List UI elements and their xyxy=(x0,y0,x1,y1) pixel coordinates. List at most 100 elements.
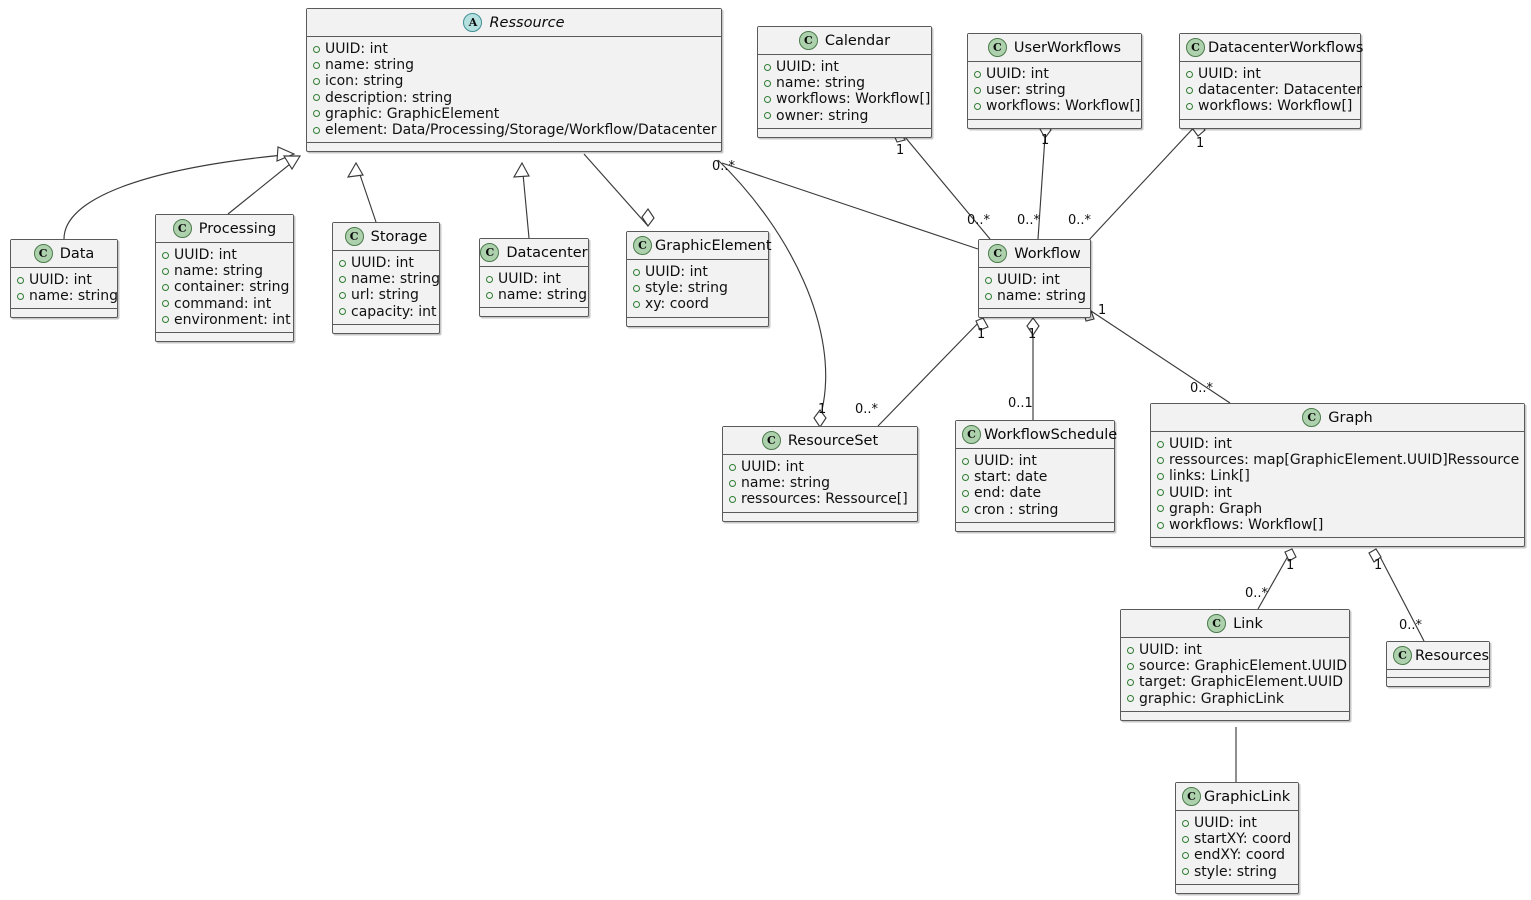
edge-workflow-resourceset xyxy=(877,317,984,427)
attribute-label: element: Data/Processing/Storage/Workflo… xyxy=(325,122,717,139)
multiplicity-label: 0..* xyxy=(1068,213,1092,228)
attribute-row: graphic: GraphicElement xyxy=(313,106,715,122)
attribute-label: name: string xyxy=(776,75,866,92)
multiplicity-label: 1 xyxy=(1041,133,1050,148)
attribute-row: graph: Graph xyxy=(1157,501,1518,517)
attribute-row: environment: int xyxy=(162,312,291,328)
attribute-row: cron : string xyxy=(962,502,1108,518)
visibility-public-icon xyxy=(313,110,320,118)
visibility-public-icon xyxy=(1157,489,1164,497)
class-icon: C xyxy=(33,244,53,263)
attribute-label: environment: int xyxy=(174,311,291,328)
visibility-public-icon xyxy=(1127,646,1134,654)
attribute-row: name: string xyxy=(162,263,287,279)
visibility-public-icon xyxy=(1157,505,1164,513)
class-name-datacenter: Datacenter xyxy=(506,244,588,261)
class-header-graph: C Graph xyxy=(1151,404,1524,432)
attribute-row: workflows: Workflow[] xyxy=(1186,98,1354,114)
visibility-public-icon xyxy=(486,291,493,299)
class-methods-graph xyxy=(1151,538,1524,546)
attribute-label: style: string xyxy=(1194,863,1277,880)
visibility-public-icon xyxy=(339,292,346,299)
attribute-row: style: string xyxy=(1182,864,1292,880)
attribute-row: UUID: int xyxy=(764,59,925,75)
visibility-public-icon xyxy=(764,96,771,103)
class-methods-storage xyxy=(333,325,439,333)
class-name-workflowschedule: WorkflowSchedule xyxy=(984,426,1118,443)
class-icon: C xyxy=(1186,38,1205,57)
class-name-calendar: Calendar xyxy=(824,32,891,49)
class-methods-datacenterworkflows xyxy=(1180,120,1360,128)
class-icon: C xyxy=(962,425,981,444)
visibility-public-icon xyxy=(1127,679,1134,686)
attribute-label: UUID: int xyxy=(974,453,1037,469)
attribute-row: capacity: int xyxy=(339,304,437,320)
class-methods-resourceset xyxy=(723,513,917,521)
multiplicity-label: 0..* xyxy=(1245,586,1269,601)
class-methods-userworkflows xyxy=(968,120,1141,128)
visibility-public-icon xyxy=(764,79,771,87)
visibility-public-icon xyxy=(974,70,981,78)
attribute-label: target: GraphicElement.UUID xyxy=(1139,674,1344,691)
attribute-row: UUID: int xyxy=(1157,436,1518,452)
visibility-public-icon xyxy=(1182,852,1189,859)
attribute-row: UUID: int xyxy=(974,66,1135,82)
attribute-row: UUID: int xyxy=(1127,642,1343,658)
visibility-public-icon xyxy=(339,275,346,283)
attribute-label: workflows: Workflow[] xyxy=(776,91,931,108)
visibility-public-icon xyxy=(1157,521,1164,529)
attribute-row: ressources: Ressource[] xyxy=(729,491,911,507)
attribute-row: name: string xyxy=(764,75,925,91)
attribute-row: UUID: int xyxy=(313,41,715,57)
attribute-row: end: date xyxy=(962,485,1108,501)
class-methods-calendar xyxy=(758,129,931,137)
attribute-label: workflows: Workflow[] xyxy=(1198,98,1353,115)
class-name-graph: Graph xyxy=(1328,409,1373,426)
class-icon: C xyxy=(987,38,1007,57)
attribute-row: links: Link[] xyxy=(1157,468,1518,484)
visibility-public-icon xyxy=(1127,695,1134,703)
visibility-public-icon xyxy=(313,78,320,85)
arrowhead-generalization-data xyxy=(276,146,296,162)
class-icon: C xyxy=(798,31,818,50)
visibility-public-icon xyxy=(633,284,640,292)
visibility-public-icon xyxy=(1157,473,1164,480)
class-name-workflow: Workflow xyxy=(1014,245,1081,262)
attribute-label: UUID: int xyxy=(1198,66,1261,82)
visibility-public-icon xyxy=(729,463,736,471)
attribute-row: name: string xyxy=(17,288,118,304)
attribute-row: name: string xyxy=(729,475,911,491)
attribute-row: UUID: int xyxy=(162,247,287,263)
class-icon: C xyxy=(1302,408,1322,427)
class-name-graphicelement: GraphicElement xyxy=(655,237,772,254)
attribute-label: source: GraphicElement.UUID xyxy=(1139,658,1348,675)
multiplicity-label: 0..* xyxy=(855,402,879,417)
